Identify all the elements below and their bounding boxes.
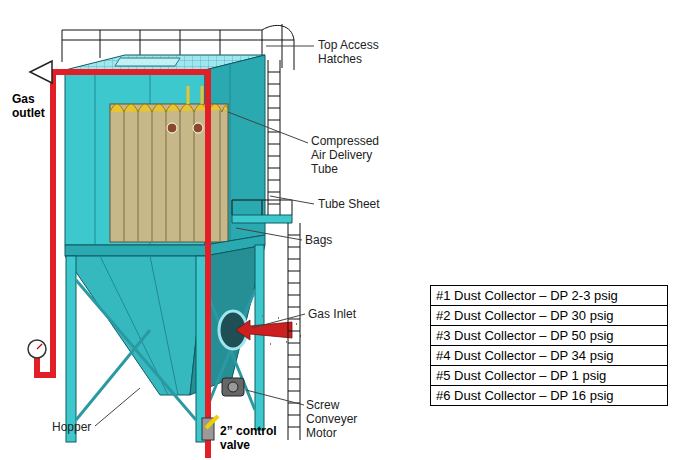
ladder (268, 60, 280, 215)
filter-bags (193, 123, 203, 133)
support-legs (196, 256, 206, 442)
support-legs (255, 245, 264, 430)
roof-hatches (115, 58, 180, 66)
hopper-seams (100, 256, 178, 395)
inlet-arrow (236, 320, 292, 340)
outlet-arrow (30, 61, 52, 83)
conveyor-motor (228, 382, 238, 392)
table-cell: #4 Dust Collector – DP 34 psig (430, 345, 668, 366)
platform-rail (232, 200, 292, 215)
table-cell: #5 Dust Collector – DP 1 psig (430, 365, 668, 386)
control-valve (206, 416, 218, 428)
part-label: Compressed Air Delivery Tube (311, 134, 391, 176)
part-label: Tube Sheet (318, 197, 398, 211)
conveyor-motor (222, 378, 244, 396)
leader-line (95, 46, 314, 426)
conveyor-motor (222, 378, 244, 396)
part-label: Gas Inlet (308, 307, 378, 321)
pressure-gauge (28, 340, 46, 358)
pressure-gauge (37, 344, 42, 349)
table-cell: #2 Dust Collector – DP 30 psig (430, 305, 668, 326)
part-label: Screw Conveyer Motor (306, 398, 368, 440)
valve-label: 2” control valve (220, 424, 292, 452)
red-pipe (50, 72, 208, 458)
table-cell: #6 Dust Collector – DP 16 psig (430, 385, 668, 406)
table-cell: #3 Dust Collector – DP 50 psig (430, 325, 668, 346)
filter-bags (188, 86, 202, 104)
filter-bags (167, 123, 177, 133)
outlet-label: Gas outlet (12, 92, 54, 120)
pressure-gauge (28, 340, 46, 358)
support-legs (66, 256, 76, 442)
part-label: Hopper (52, 420, 112, 434)
part-label: Top Access Hatches (318, 38, 400, 66)
top-railing (262, 24, 294, 70)
control-valve (202, 416, 218, 440)
table-cell: #1 Dust Collector – DP 2-3 psig (430, 285, 668, 306)
platform (232, 215, 292, 223)
cross-bracing (76, 280, 255, 420)
support-legs (66, 245, 264, 442)
part-label: Bags (305, 233, 365, 247)
ladder (288, 223, 300, 440)
hopper-front (65, 256, 205, 395)
